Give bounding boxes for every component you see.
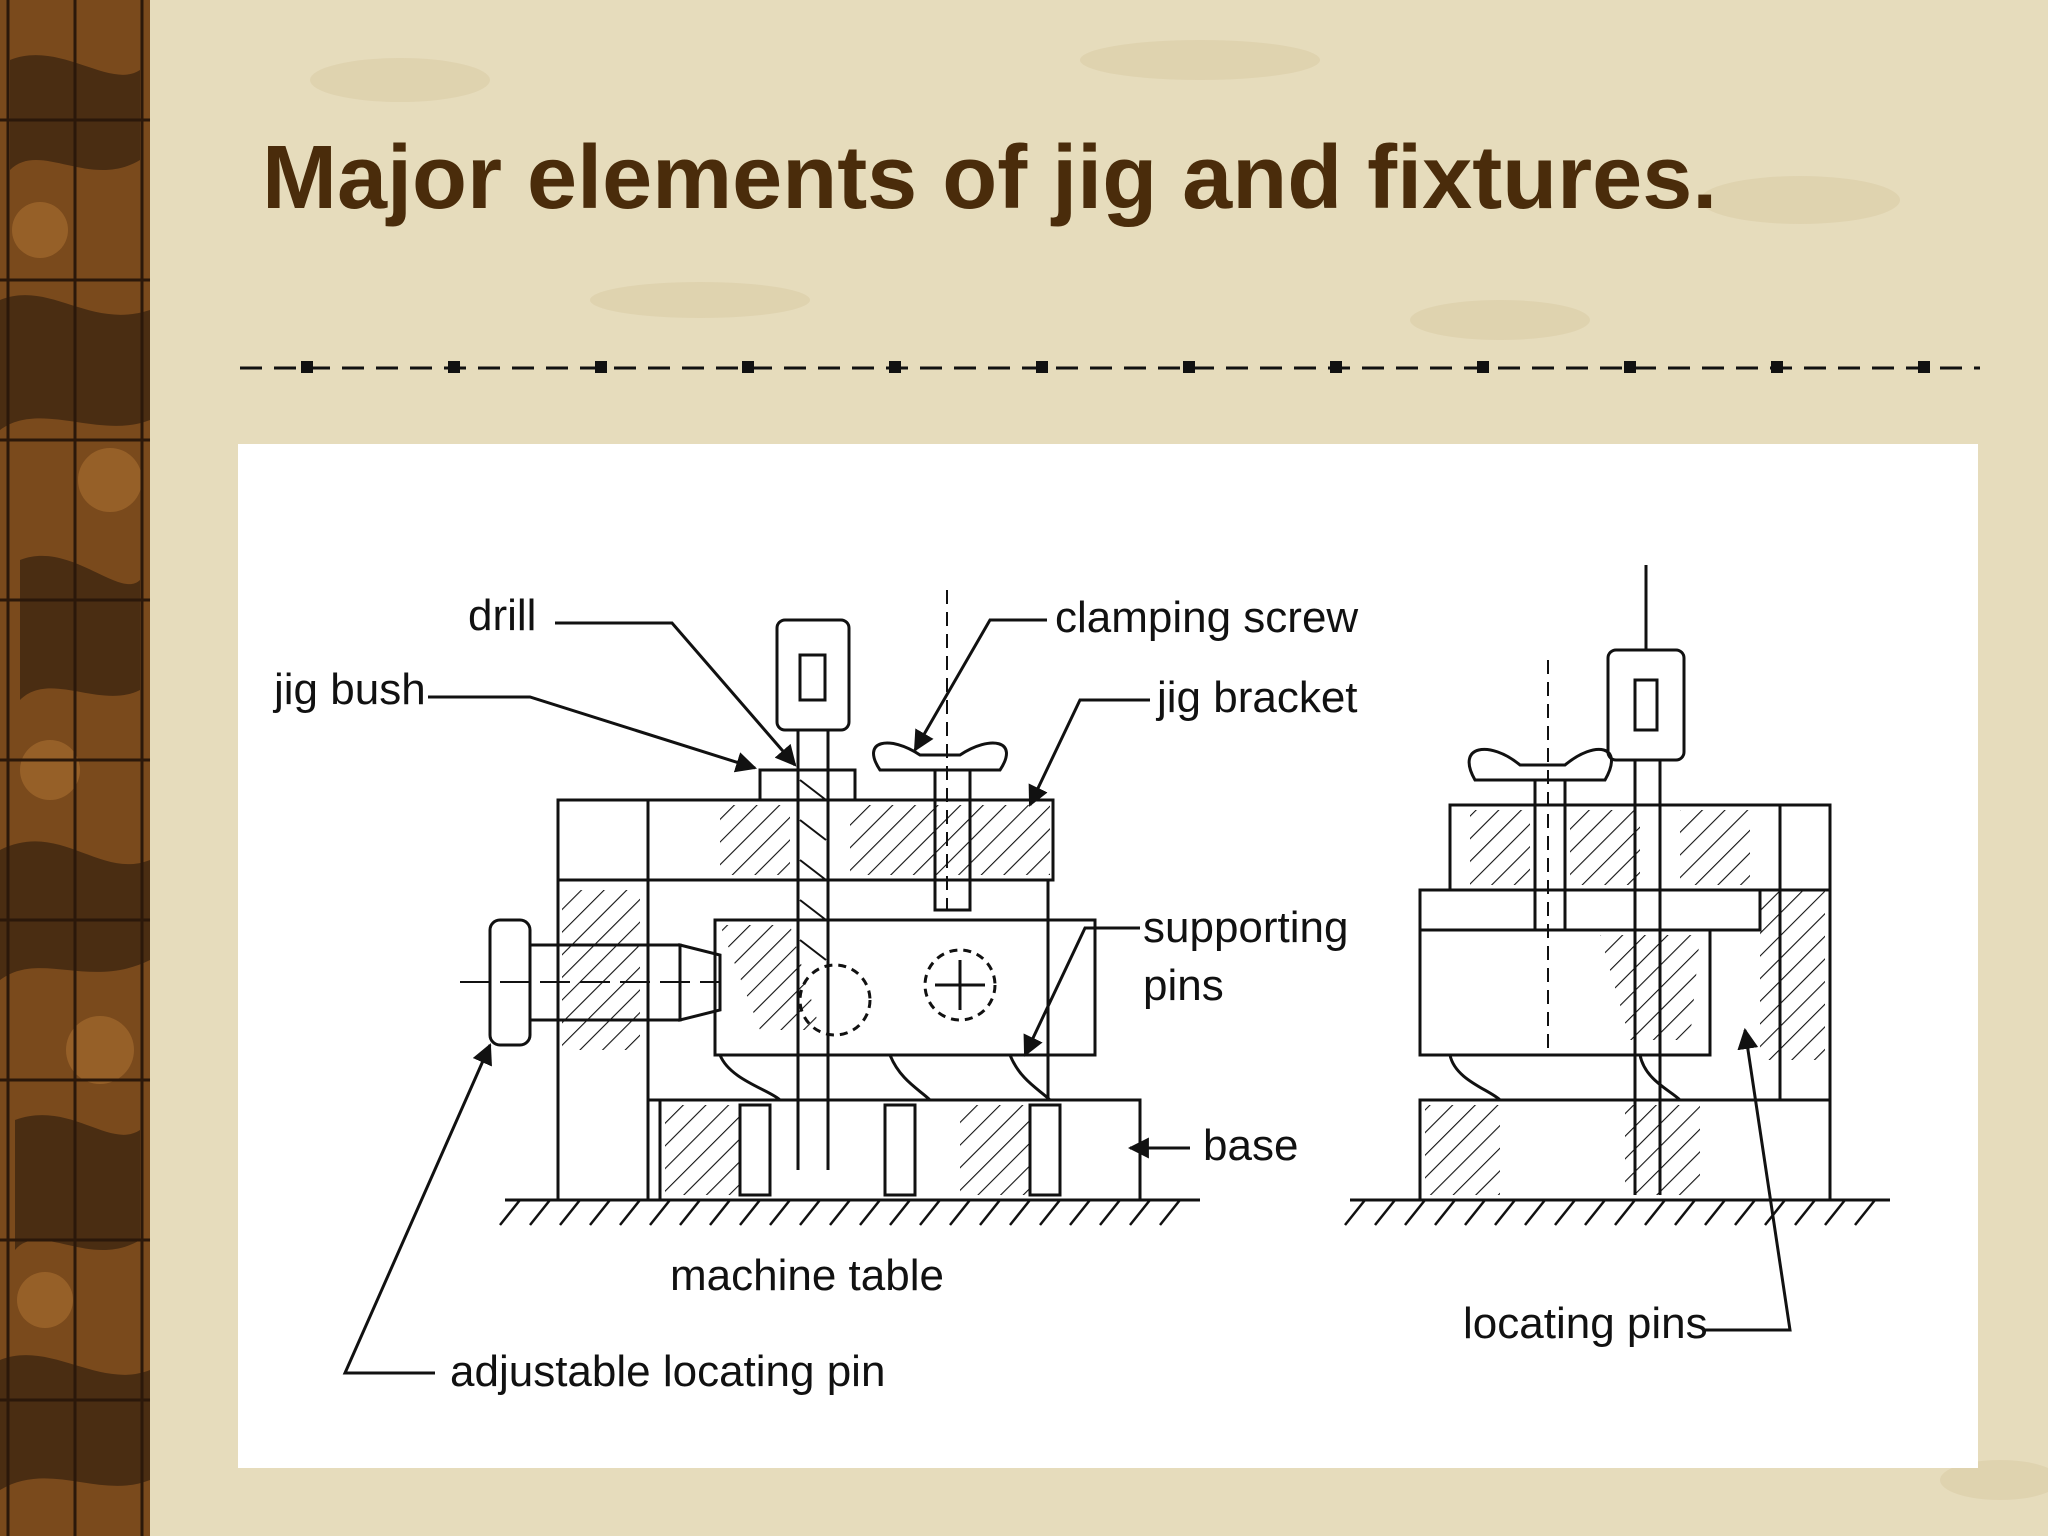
front-view-drawing [460, 590, 1200, 1226]
label-supporting-pins-line1: supporting [1143, 903, 1348, 952]
parchment-texture [310, 40, 2048, 1500]
label-base: base [1203, 1121, 1298, 1170]
decorative-sidebar [0, 0, 150, 1536]
label-clamping-screw: clamping screw [1055, 593, 1358, 642]
slide-title: Major elements of jig and fixtures. [262, 128, 1718, 228]
label-supporting-pins-line2: pins [1143, 961, 1224, 1010]
leader-lines [342, 618, 1792, 1375]
title-divider [240, 361, 1980, 373]
label-locating-pins: locating pins [1463, 1299, 1708, 1348]
jig-fixture-diagram: drill jig bush clamping screw jig bracke… [238, 444, 1978, 1468]
label-jig-bush: jig bush [272, 665, 426, 714]
label-machine-table: machine table [670, 1251, 944, 1300]
label-adjustable-locating-pin: adjustable locating pin [450, 1347, 885, 1396]
diagram-labels: drill jig bush clamping screw jig bracke… [272, 591, 1708, 1396]
diagram-svg: drill jig bush clamping screw jig bracke… [272, 565, 1890, 1396]
label-jig-bracket: jig bracket [1155, 673, 1358, 722]
label-drill: drill [468, 591, 536, 640]
side-view-drawing [1344, 565, 1890, 1226]
